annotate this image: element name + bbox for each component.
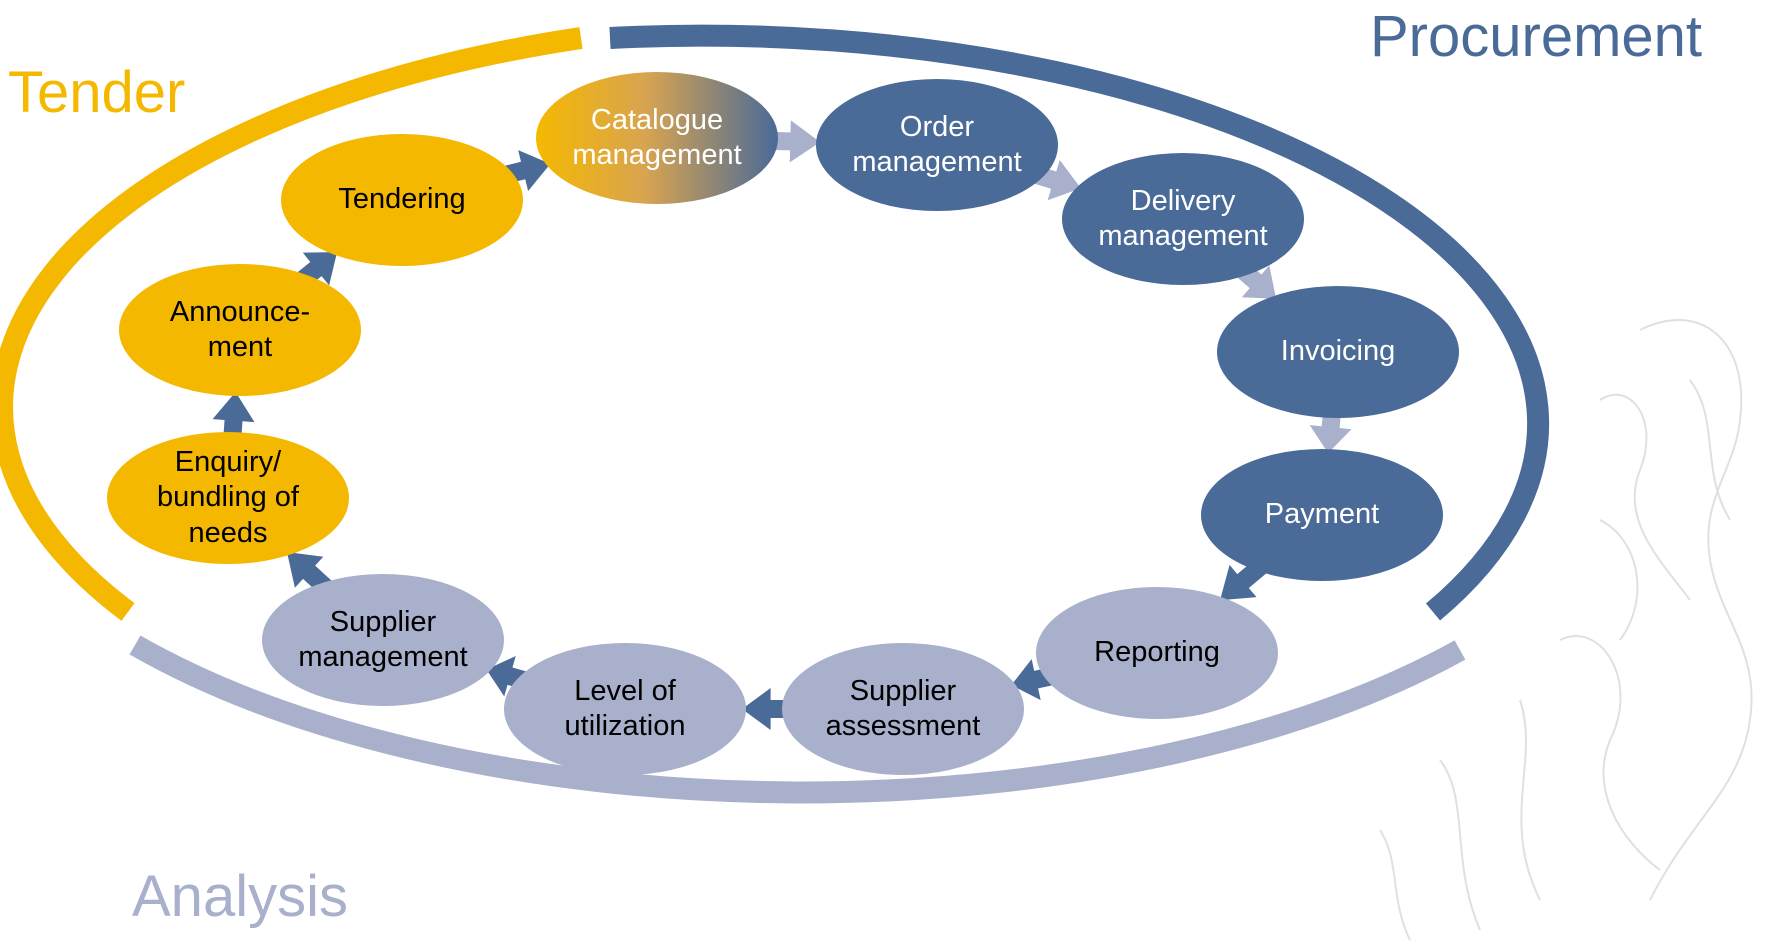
node-reporting-label: Reporting (1094, 636, 1220, 669)
analysis-phase-arc (129, 635, 1466, 804)
node-supplier-assessment-label: Supplier assessment (825, 674, 981, 742)
node-announcement-label: Announce- ment (169, 295, 311, 363)
watermark-emblem (1379, 319, 1753, 941)
node-announcement (119, 264, 361, 396)
node-catalogue-label: Catalogue management (572, 103, 742, 171)
arrow-catalogue-to-order (765, 120, 821, 163)
node-utilization (504, 643, 746, 775)
analysis-phase-label: Analysis (132, 864, 348, 929)
node-delivery-label: Delivery management (1098, 184, 1268, 252)
node-enquiry (107, 432, 349, 564)
node-payment-label: Payment (1264, 498, 1380, 531)
node-order-label: Order management (852, 110, 1022, 178)
node-supplier-management-label: Supplier management (298, 605, 468, 673)
arrow-supplier-assessment-to-utilization (742, 688, 794, 730)
node-tendering-label: Tendering (338, 183, 466, 216)
node-enquiry-label: Enquiry/ bundling of needs (157, 445, 299, 549)
node-supplier-management (262, 574, 504, 706)
tender-phase-label: Tender (8, 60, 186, 125)
node-catalogue (536, 72, 778, 204)
node-invoicing (1217, 286, 1459, 418)
node-utilization-label: Level of utilization (564, 674, 686, 742)
tender-phase-arc (0, 27, 583, 621)
node-payment (1201, 449, 1443, 581)
arrow-enquiry-to-announcement (212, 391, 255, 445)
node-tendering (281, 134, 523, 266)
node-delivery (1062, 153, 1304, 285)
procurement-phase-label: Procurement (1370, 4, 1703, 69)
node-reporting (1036, 587, 1278, 719)
node-invoicing-label: Invoicing (1280, 335, 1396, 368)
procurement-phase-arc (609, 24, 1550, 621)
arrow-invoicing-to-payment (1309, 405, 1352, 454)
node-order (816, 79, 1058, 211)
node-supplier-assessment (782, 643, 1024, 775)
